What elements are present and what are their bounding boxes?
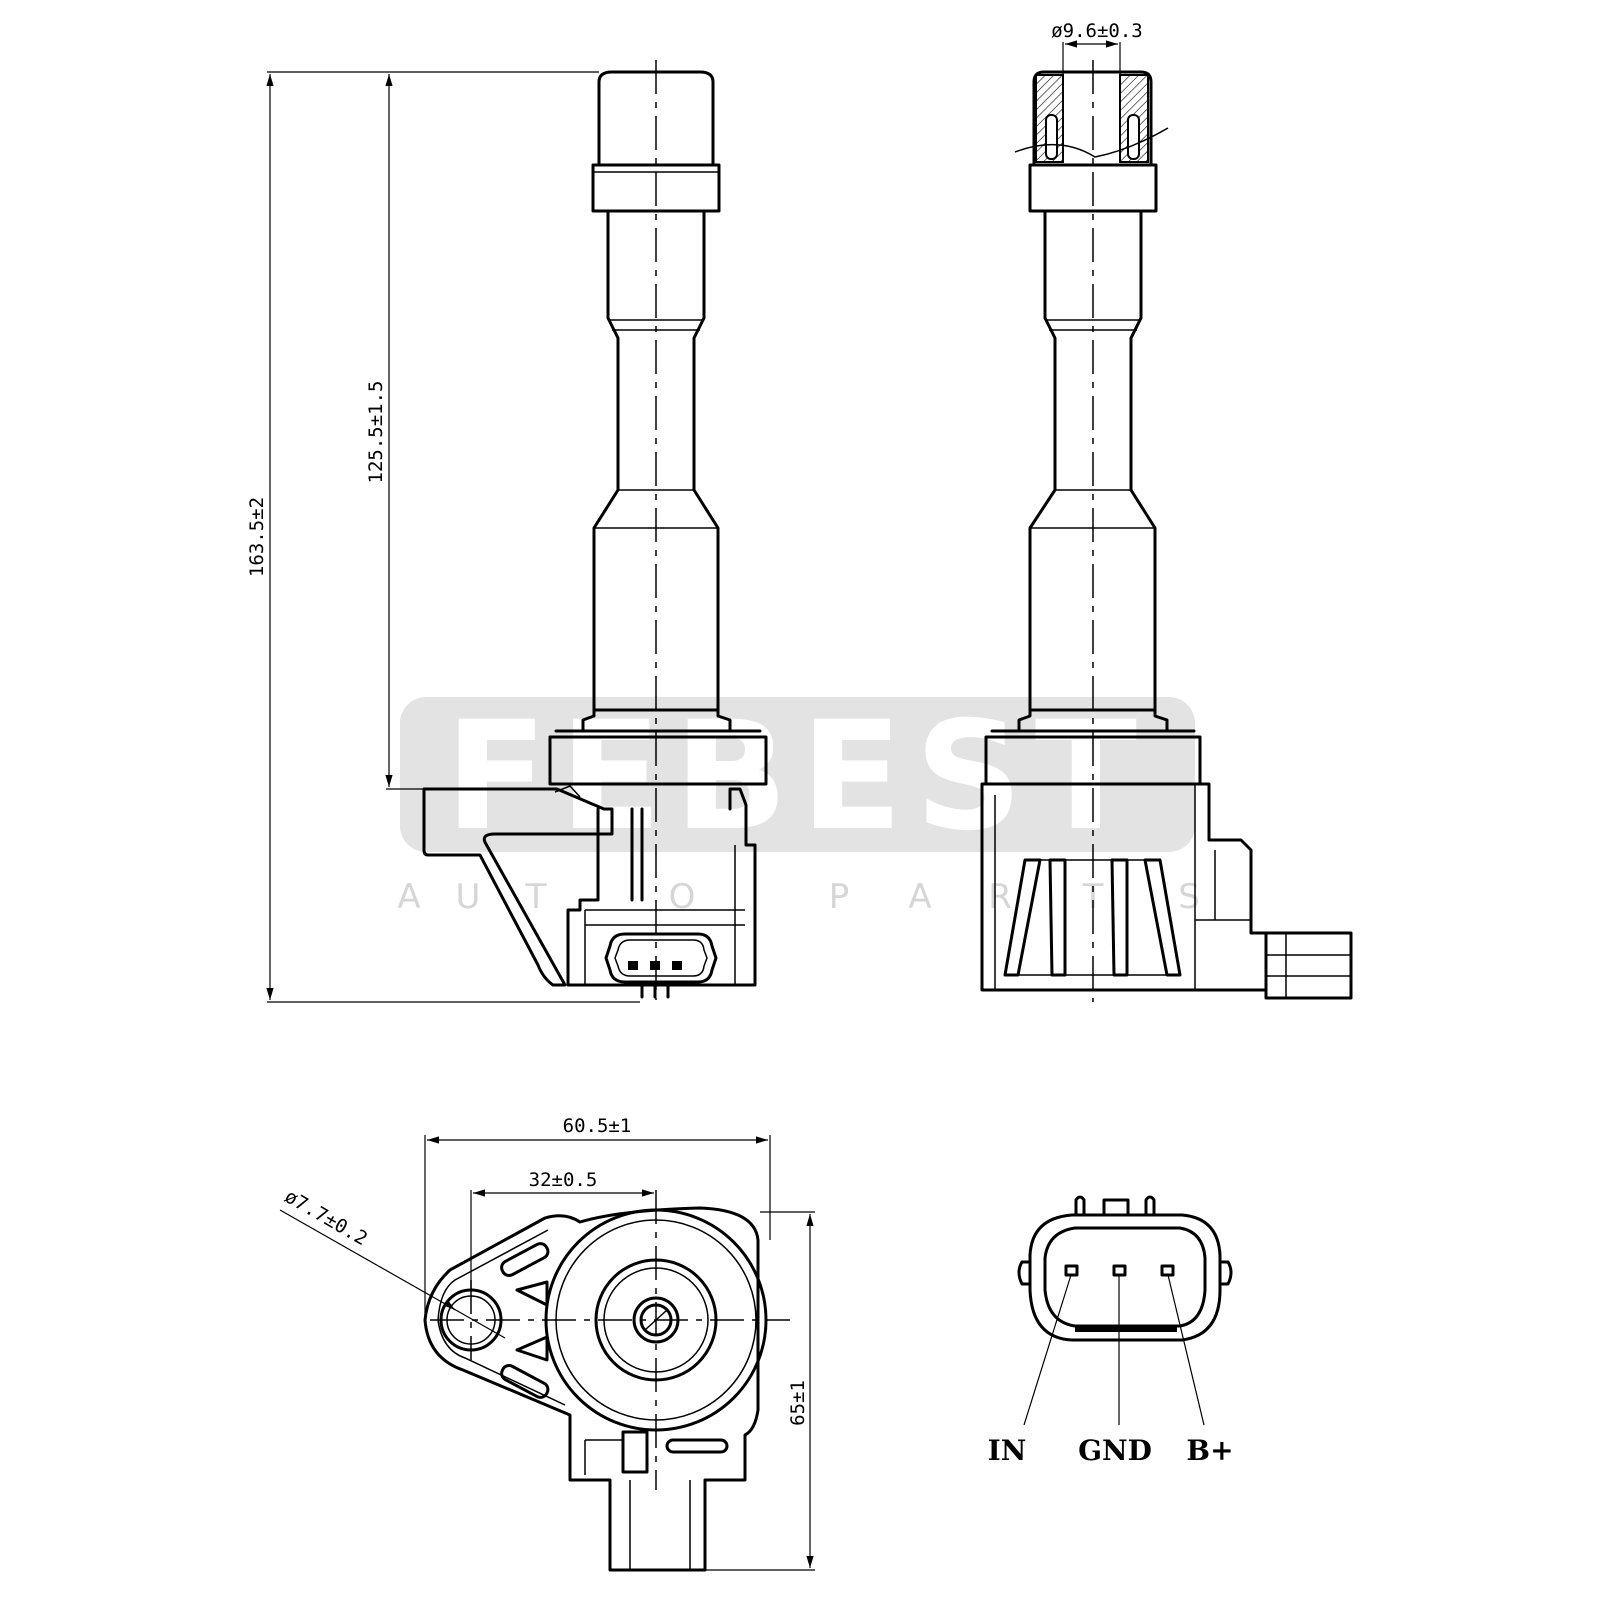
pin-label-in: IN [988,1434,1027,1467]
connector-pin-gnd [1112,1264,1127,1277]
side-view-dimensions: ø9.6±0.3 [1051,20,1143,75]
dimension-hole-spacing: 32±0.5 [529,1169,598,1191]
watermark-letter: T [525,877,555,917]
watermark-letter: A [397,877,428,917]
connector-pinout: IN GND B+ [988,1195,1234,1467]
watermark-letter: U [456,877,489,917]
watermark-letter: S [1178,877,1208,917]
watermark-letter: R [988,877,1020,917]
watermark-letter: A [908,877,939,917]
watermark-letter: P [829,877,858,917]
watermark-letter: O [669,877,704,917]
front-view [422,60,768,1000]
dimension-overall-length: 163.5±2 [246,497,268,577]
dimension-width: 60.5±1 [563,1115,632,1137]
pin-label-b-plus: B+ [1186,1434,1233,1467]
dimension-depth: 65±1 [787,1380,809,1426]
watermark-tagline: A U T O P A R T S [397,877,1208,917]
connector-pin-b-plus [1160,1264,1175,1277]
front-view-dimensions: 163.5±2 125.5±1.5 [246,71,640,1003]
bottom-view [423,1190,790,1572]
side-view [980,60,1353,1002]
dimension-boot-length: 125.5±1.5 [365,381,387,484]
pin-label-gnd: GND [1078,1434,1152,1467]
dimension-terminal-diameter: ø9.6±0.3 [1051,20,1143,42]
watermark-letter: T [1082,877,1112,917]
watermark: FEBEST A U T O P A R T S [397,690,1208,917]
connector-pin-in [1064,1264,1079,1277]
